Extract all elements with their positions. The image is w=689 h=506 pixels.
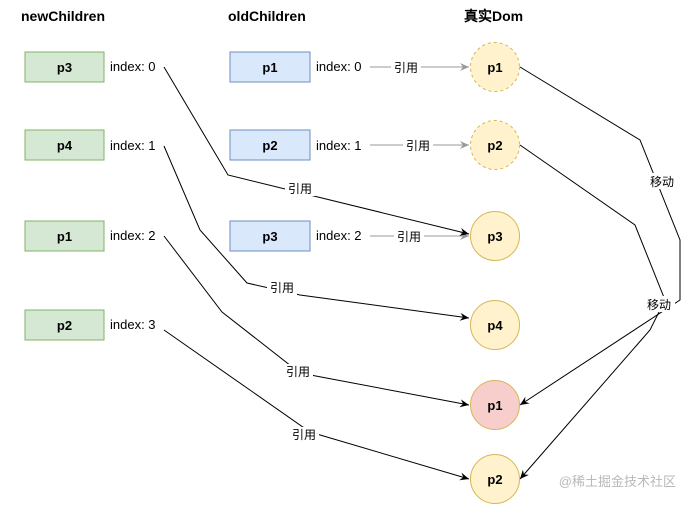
old-child-index: index: 0 (316, 59, 362, 74)
old-child-label: p2 (262, 138, 277, 153)
dom-node-label: p1 (487, 398, 502, 413)
new-child-index: index: 3 (110, 317, 156, 332)
old-child-p1: p1 index: 0 (229, 51, 362, 83)
new-child-index: index: 2 (110, 228, 156, 243)
new-child-p4: p4 index: 1 (24, 129, 156, 161)
edge-label: 移动 (647, 298, 671, 312)
new-ref-label-4: 引用 (289, 427, 319, 442)
new-child-label: p3 (57, 60, 72, 75)
new-child-label: p2 (57, 318, 72, 333)
dom-node-p4: p4 (470, 300, 520, 350)
new-ref-arrow-p2 (163, 329, 470, 481)
header-old-children: oldChildren (228, 8, 306, 24)
old-child-index: index: 1 (316, 138, 362, 153)
old-child-label: p3 (262, 229, 277, 244)
move-label-2: 移动 (643, 296, 675, 312)
header-real-dom: 真实Dom (464, 8, 523, 24)
edge-label: 引用 (288, 182, 312, 196)
new-ref-arrow-p4 (163, 145, 470, 321)
dom-node-p1-new: p1 (470, 380, 520, 430)
header-new-children: newChildren (21, 8, 105, 24)
new-child-index: index: 0 (110, 59, 156, 74)
new-ref-arrow-p1 (163, 235, 470, 408)
new-ref-label-2: 引用 (267, 280, 297, 295)
dom-node-p3: p3 (470, 211, 520, 261)
new-child-p2: p2 index: 3 (24, 309, 156, 341)
edge-label: 引用 (286, 365, 310, 379)
old-ref-arrow-1: 引用 (370, 60, 469, 75)
edge-label: 引用 (394, 61, 418, 75)
new-child-p3: p3 index: 0 (24, 51, 156, 83)
old-child-p2: p2 index: 1 (229, 129, 362, 161)
dom-node-p2-new: p2 (470, 454, 520, 504)
edge-label: 引用 (397, 230, 421, 244)
old-child-label: p1 (262, 60, 277, 75)
dom-node-label: p2 (487, 472, 502, 487)
new-ref-label-3: 引用 (283, 364, 313, 379)
new-child-label: p1 (57, 229, 72, 244)
dom-node-label: p4 (487, 318, 503, 333)
edge-label: 移动 (650, 175, 674, 189)
dom-node-label: p1 (487, 60, 502, 75)
move-arrow-p1 (519, 66, 681, 406)
edge-label: 引用 (292, 428, 316, 442)
dom-node-label: p2 (487, 138, 502, 153)
new-child-label: p4 (57, 138, 73, 153)
dom-node-label: p3 (487, 229, 502, 244)
watermark: @稀土掘金技术社区 (559, 474, 676, 489)
old-child-p3: p3 index: 2 (229, 220, 362, 252)
edge-label: 引用 (406, 139, 430, 153)
old-ref-arrow-2: 引用 (370, 138, 469, 153)
edge-label: 引用 (270, 281, 294, 295)
old-ref-arrow-3: 引用 (370, 229, 469, 244)
move-label-1: 移动 (646, 173, 678, 189)
new-ref-label-1: 引用 (285, 181, 315, 196)
dom-node-p1-old: p1 (470, 42, 520, 92)
new-child-p1: p1 index: 2 (24, 220, 156, 252)
old-child-index: index: 2 (316, 228, 362, 243)
new-child-index: index: 1 (110, 138, 156, 153)
dom-node-p2-old: p2 (470, 120, 520, 170)
new-ref-arrow-p3 (163, 66, 470, 236)
